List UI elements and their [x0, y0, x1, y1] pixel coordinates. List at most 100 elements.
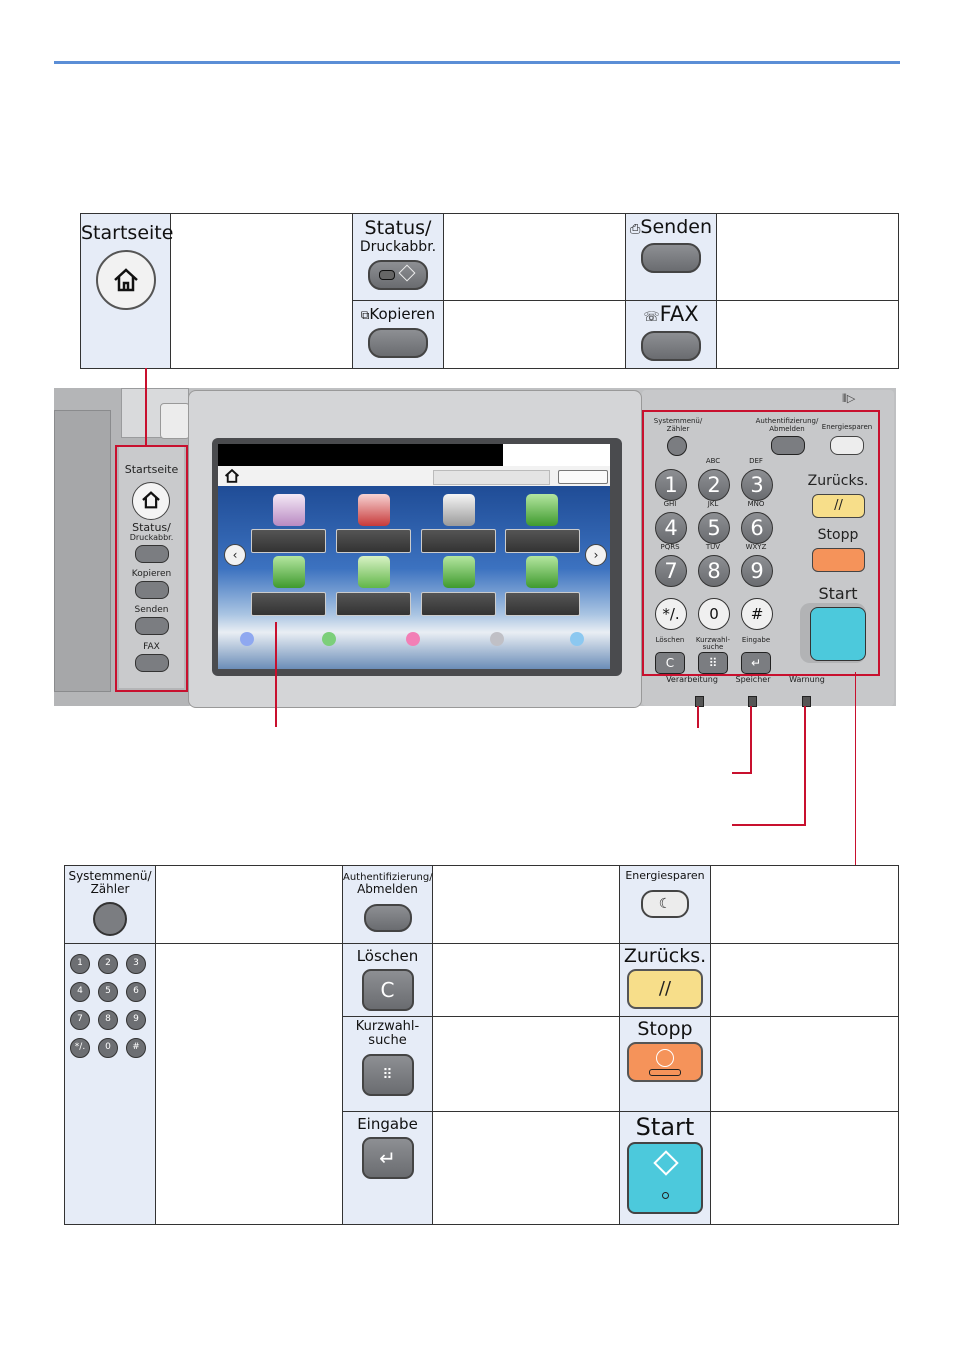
- status-key-description: [443, 213, 626, 301]
- home-icon: [113, 268, 138, 292]
- keypad-key-5[interactable]: 5: [698, 512, 730, 544]
- panel-copy-button[interactable]: [135, 581, 169, 599]
- home-key-button[interactable]: [95, 250, 156, 310]
- screen-toolbar-button[interactable]: [558, 470, 608, 484]
- send-key-button[interactable]: [641, 243, 701, 273]
- panel-status-label-2: Druckabbr.: [129, 533, 174, 542]
- panel-sysmenu-button[interactable]: [667, 436, 687, 456]
- panel-copy-label: Kopieren: [131, 569, 172, 579]
- fax-box-app-icon[interactable]: [526, 556, 558, 588]
- keypad-key-3[interactable]: 3: [741, 469, 773, 501]
- copy-key-cell: ⧉Kopieren: [352, 300, 444, 369]
- panel-home-button[interactable]: [132, 482, 170, 520]
- panel-start-button[interactable]: [810, 607, 866, 661]
- fax-key-text: FAX: [659, 302, 699, 326]
- reset-key-button[interactable]: //: [627, 969, 703, 1009]
- box-app-icon[interactable]: [526, 494, 558, 526]
- job-box-app-icon[interactable]: [443, 556, 475, 588]
- keypad-letters-label: ABC: [705, 457, 721, 465]
- sysmenu-key-button[interactable]: [93, 902, 127, 936]
- screen-home-icon[interactable]: [223, 468, 241, 484]
- keypad-key-2[interactable]: 2: [698, 469, 730, 501]
- auth-key-button[interactable]: [363, 904, 412, 932]
- numeric-key-12: #: [126, 1038, 146, 1058]
- stop-key-button[interactable]: [627, 1042, 703, 1082]
- clear-c-icon: C: [380, 978, 395, 1002]
- keypad-key-4[interactable]: 4: [655, 512, 687, 544]
- panel-auth-button[interactable]: [771, 436, 805, 455]
- app-name-plate: [505, 592, 580, 616]
- warning-led: [802, 696, 811, 707]
- stop-bar-icon: [649, 1069, 681, 1076]
- send-app-icon[interactable]: [358, 494, 390, 526]
- memory-callout-line: [750, 706, 752, 774]
- taskbar-icon-info[interactable]: [570, 632, 584, 646]
- keypad-key-7[interactable]: 7: [655, 555, 687, 587]
- start-key-button[interactable]: [627, 1142, 703, 1214]
- processing-led: [695, 696, 704, 707]
- auth-key-label: Authentifizierung/: [343, 872, 433, 883]
- panel-status-button[interactable]: [135, 545, 169, 563]
- scan-app-icon[interactable]: [273, 556, 305, 588]
- energy-key-cell: Energiesparen ☾: [619, 865, 711, 944]
- usb-app-icon[interactable]: [358, 556, 390, 588]
- top-keys-table: Startseite Status/ Druckabbr. ⎙Senden: [80, 213, 899, 369]
- taskbar-icon-program[interactable]: [322, 632, 336, 646]
- copy-key-button[interactable]: [368, 328, 428, 358]
- dots-grid-icon: ⠿: [382, 1067, 393, 1083]
- fax-key-button[interactable]: [641, 331, 701, 361]
- taskbar-icon-help[interactable]: [240, 632, 254, 646]
- fax-app-icon[interactable]: [443, 494, 475, 526]
- keypad-key-10[interactable]: */.: [655, 598, 687, 630]
- panel-stop-button[interactable]: [812, 548, 865, 572]
- keypad-quick-dots-label: Kurzwahl- suche: [695, 636, 731, 651]
- send-key-description: [716, 213, 899, 301]
- quick-key-label: Kurzwahl-: [355, 1019, 420, 1034]
- panel-energy-button[interactable]: [830, 436, 864, 455]
- numeric-key-2: 2: [98, 954, 118, 974]
- keypad-key-11[interactable]: 0: [698, 598, 730, 630]
- numeric-key-4: 4: [70, 982, 90, 1002]
- warning-indicator-label: Warnung: [789, 675, 825, 684]
- fax-key-label: ☏FAX: [626, 302, 716, 327]
- quick-key-description: [432, 1016, 620, 1112]
- app-name-plate: [421, 592, 496, 616]
- panel-reset-button[interactable]: //: [812, 494, 865, 518]
- keypad-key-1[interactable]: 1: [655, 469, 687, 501]
- taskbar-icon-settings[interactable]: [490, 632, 504, 646]
- keypad-clear-c-button[interactable]: C: [655, 652, 685, 674]
- keypad-key-8[interactable]: 8: [698, 555, 730, 587]
- app-name-plate: [336, 592, 411, 616]
- status-key-button[interactable]: [368, 260, 428, 290]
- status-led-icon: [379, 270, 395, 280]
- keypad-letters-label: MNO: [747, 500, 765, 508]
- panel-fax-button[interactable]: [135, 654, 169, 672]
- keypad-enter-arrow-label: Eingabe: [741, 636, 771, 644]
- keypad-clear-c-label: Löschen: [655, 636, 685, 644]
- reset-key-description: [710, 943, 899, 1017]
- auth-key-description: [432, 865, 620, 944]
- enter-key-button[interactable]: ↵: [361, 1137, 414, 1179]
- left-key-column: Startseite Status/ Druckabbr. Kopieren S…: [119, 445, 184, 688]
- numeric-key-3: 3: [126, 954, 146, 974]
- quick-key-button[interactable]: ⠿: [361, 1054, 414, 1096]
- numeric-key-9: 9: [126, 1010, 146, 1030]
- keypad-enter-arrow-button[interactable]: ↵: [741, 652, 771, 674]
- keypad-key-9[interactable]: 9: [741, 555, 773, 587]
- copy-app-icon[interactable]: [273, 494, 305, 526]
- keypad-quick-dots-button[interactable]: ⠿: [698, 652, 728, 674]
- panel-send-button[interactable]: [135, 617, 169, 635]
- energy-key-button[interactable]: ☾: [641, 890, 689, 918]
- keypad-key-12[interactable]: #: [741, 598, 773, 630]
- scroll-right-icon[interactable]: ›: [585, 544, 607, 566]
- keypad-key-6[interactable]: 6: [741, 512, 773, 544]
- taskbar-icon-favorite[interactable]: [406, 632, 420, 646]
- send-icon: ⎙: [630, 222, 641, 237]
- clear-key-button[interactable]: C: [361, 969, 414, 1011]
- keypad-callout-box: [642, 410, 880, 676]
- enter-key-cell: Eingabe ↵: [342, 1111, 433, 1225]
- scroll-left-icon[interactable]: ‹: [224, 544, 246, 566]
- screen-login-field[interactable]: [433, 470, 550, 485]
